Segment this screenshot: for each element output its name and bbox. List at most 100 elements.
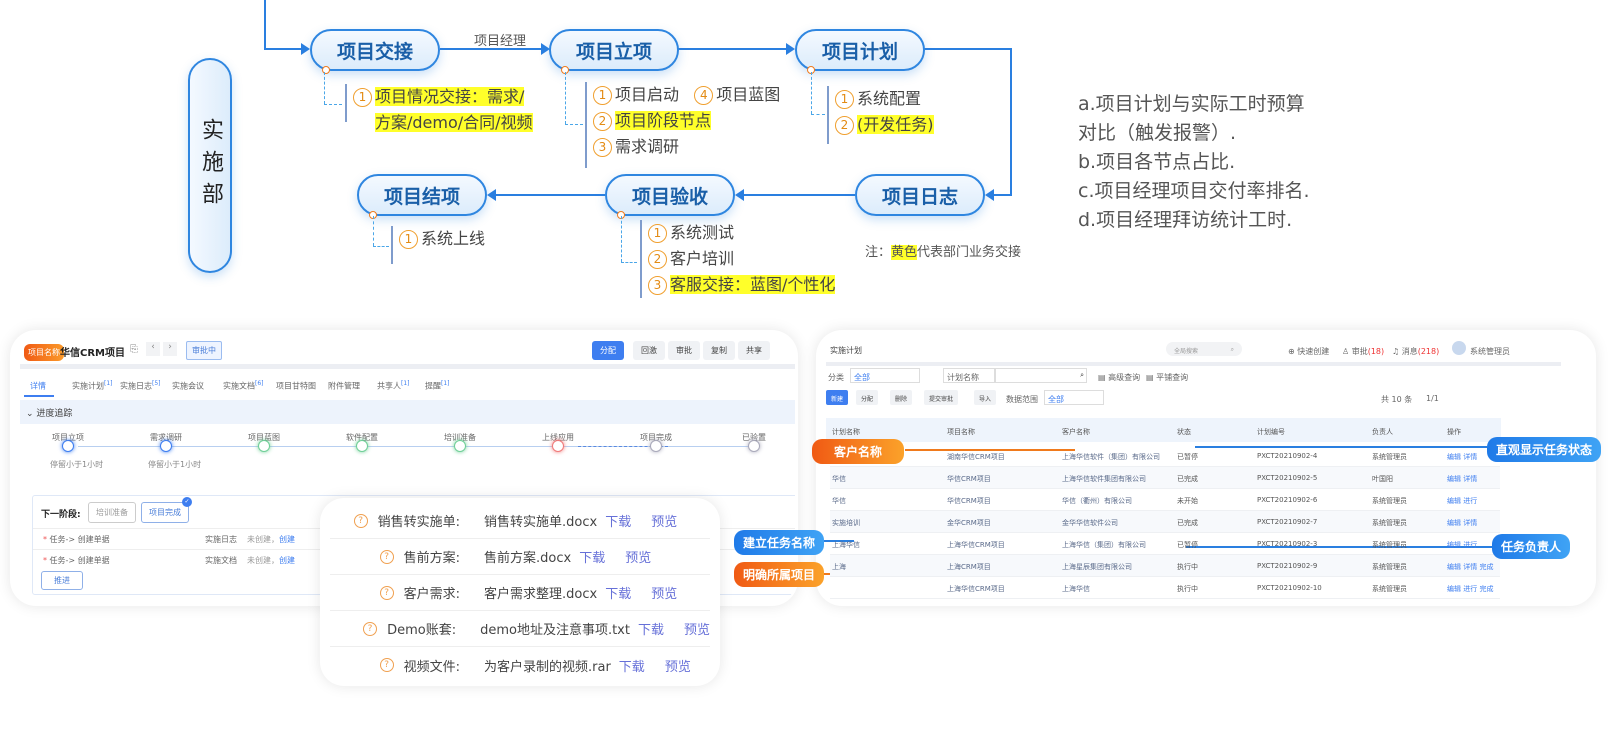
prev-icon[interactable]: ‹ <box>146 342 160 356</box>
quick-create[interactable]: ⊕ 快速创建 <box>1288 347 1330 356</box>
copy-button[interactable]: 复制 <box>703 341 735 360</box>
node-initiation[interactable]: 项目立项 <box>549 29 679 74</box>
pager-page[interactable]: 1/1 <box>1426 394 1439 403</box>
preview-link[interactable]: 预览 <box>651 587 678 602</box>
download-link[interactable]: 下载 <box>579 551 606 566</box>
download-link[interactable]: 下载 <box>605 515 632 530</box>
next-option[interactable]: 培训准备 <box>88 502 136 523</box>
table-cell[interactable]: 编辑 详情 完成 <box>1447 563 1494 571</box>
toolbar-button[interactable]: 分配 <box>856 390 879 405</box>
column-header[interactable]: 计划名称 <box>832 428 860 436</box>
table-cell[interactable]: 编辑 进行 <box>1447 497 1478 505</box>
preview-link[interactable]: 预览 <box>664 659 691 675</box>
stage-node-icon[interactable] <box>454 440 466 452</box>
node-handover[interactable]: 项目交接 <box>310 29 440 74</box>
tab-3[interactable]: 实施会议 <box>172 381 204 391</box>
messages[interactable]: ♫ 消息(218) <box>1392 347 1440 356</box>
table-cell: PXCT20210902-10 <box>1257 584 1322 592</box>
table-cell[interactable]: 编辑 详情 <box>1447 453 1478 461</box>
active-tab-indicator <box>24 395 54 397</box>
category-select[interactable]: 全部 <box>850 368 920 383</box>
download-link[interactable]: 下载 <box>605 587 632 602</box>
next-option-selected[interactable]: 项目完成 <box>141 502 189 523</box>
column-header[interactable]: 客户名称 <box>1062 428 1090 436</box>
stage-node-icon[interactable] <box>258 440 270 452</box>
user-name[interactable]: 系统管理员 <box>1470 347 1510 356</box>
column-header[interactable]: 负责人 <box>1372 428 1393 436</box>
column-header[interactable]: 操作 <box>1447 428 1461 436</box>
stage-node-icon[interactable] <box>748 440 760 452</box>
stage-node-icon[interactable] <box>356 440 368 452</box>
table-cell: 金华华信软件公司 <box>1062 519 1118 527</box>
table-cell[interactable]: 编辑 进行 <box>1447 541 1478 549</box>
tab-5[interactable]: 项目甘特图 <box>276 381 316 391</box>
tab-0[interactable]: 详情 <box>30 381 46 391</box>
return-button[interactable]: 回激 <box>633 341 665 360</box>
document-file: 售前方案.docx <box>484 551 572 566</box>
table-cell[interactable]: 编辑 详情 <box>1447 475 1478 483</box>
approvals[interactable]: ♙ 审批(18) <box>1342 347 1385 356</box>
field-select[interactable]: 计划名称 <box>943 368 995 383</box>
download-link[interactable]: 下载 <box>637 623 664 638</box>
document-type: Demo账套: <box>387 623 457 638</box>
node-plan[interactable]: 项目计划 <box>795 29 925 74</box>
download-link[interactable]: 下载 <box>618 659 645 675</box>
tab-2[interactable]: 实施日志[5] <box>120 380 161 391</box>
preview-link[interactable]: 预览 <box>683 623 710 638</box>
advanced-query[interactable]: ▤ 高级查询 <box>1098 373 1141 382</box>
share-button[interactable]: 共享 <box>738 341 770 360</box>
tab-4[interactable]: 实施文档[6] <box>223 380 264 391</box>
node-label: 项目计划 <box>821 40 898 63</box>
table-cell: 已完成 <box>1177 475 1198 483</box>
toolbar-button[interactable]: 删除 <box>890 390 913 405</box>
next-icon[interactable]: › <box>163 342 177 356</box>
node-closing[interactable]: 项目结项 <box>357 174 487 219</box>
column-header[interactable]: 状态 <box>1177 428 1191 436</box>
node-log[interactable]: 项目日志 <box>855 174 985 216</box>
tab-1[interactable]: 实施计划[1] <box>72 380 113 391</box>
tab-7[interactable]: 共享人[1] <box>377 380 410 391</box>
table-cell: 系统管理员 <box>1372 541 1407 549</box>
scope-label: 数据范围 <box>1006 395 1038 404</box>
stage-node-icon[interactable] <box>552 440 564 452</box>
table-cell[interactable]: 编辑 详情 <box>1447 519 1478 527</box>
table-cell[interactable]: 编辑 进行 完成 <box>1447 585 1494 593</box>
table-cell: PXCT20210902-9 <box>1257 562 1318 570</box>
column-header[interactable]: 项目名称 <box>947 428 975 436</box>
global-search[interactable]: 全局搜索⌕ <box>1166 342 1242 356</box>
flat-query[interactable]: ▤ 平铺查询 <box>1146 373 1189 382</box>
preview-link[interactable]: 预览 <box>651 515 678 530</box>
search-input[interactable]: ⌕ <box>995 368 1087 383</box>
avatar[interactable] <box>1452 341 1466 355</box>
stage-node-icon[interactable] <box>650 440 662 452</box>
node-label: 项目日志 <box>881 185 958 208</box>
toolbar-button[interactable]: 提交审批 <box>924 390 959 405</box>
scope-select[interactable]: 全部 <box>1044 390 1104 405</box>
stage-node-icon[interactable] <box>62 440 74 452</box>
tab-6[interactable]: 附件管理 <box>328 381 360 391</box>
toolbar-button[interactable]: 新建 <box>826 390 849 405</box>
assign-button[interactable]: 分配 <box>592 341 624 360</box>
copy-icon[interactable]: ⎘ <box>130 344 138 355</box>
node-acceptance[interactable]: 项目验收 <box>605 174 735 219</box>
create-link[interactable]: 创建 <box>279 556 295 565</box>
preview-link[interactable]: 预览 <box>625 551 652 566</box>
approve-button[interactable]: 审批 <box>668 341 700 360</box>
advance-button[interactable]: 推进 <box>41 571 83 590</box>
arrow-icon <box>985 189 994 201</box>
table-header: 计划名称 项目名称 客户名称 状态 计划编号 负责人 操作 <box>830 420 1500 442</box>
stage-node-icon[interactable] <box>160 440 172 452</box>
column-header[interactable]: 计划编号 <box>1257 428 1285 436</box>
toolbar-button[interactable]: 导入 <box>974 390 997 405</box>
section-progress[interactable]: ⌄ 进度追踪 <box>20 400 795 424</box>
create-link[interactable]: 创建 <box>279 535 295 544</box>
tab-8[interactable]: 提醒[1] <box>425 380 450 391</box>
